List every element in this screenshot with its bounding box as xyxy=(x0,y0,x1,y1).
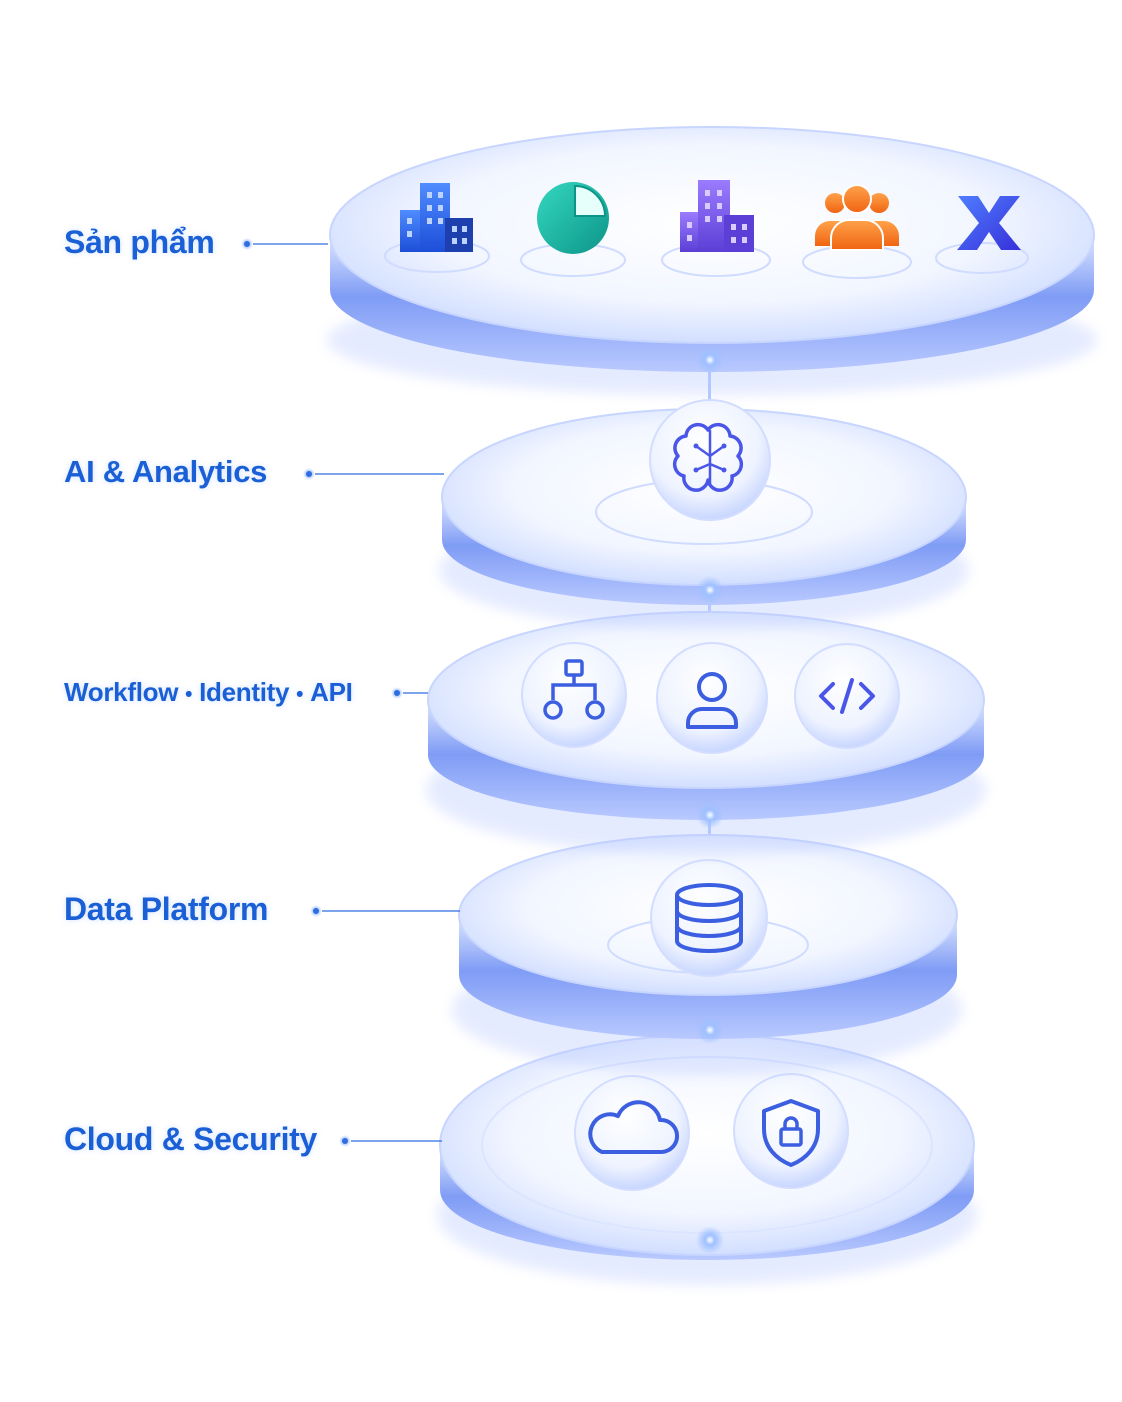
label-workflow: Workflow xyxy=(64,677,179,707)
x-logo-icon xyxy=(957,196,1021,250)
label-data-platform: Data Platform xyxy=(64,891,269,927)
code-icon xyxy=(794,643,900,749)
cloud-icon xyxy=(574,1075,690,1191)
user-icon xyxy=(656,642,768,754)
connector-data xyxy=(310,905,460,917)
shield-lock-icon xyxy=(733,1073,849,1189)
label-separator: • xyxy=(296,683,304,706)
building-purple-icon xyxy=(680,180,754,252)
label-api: API xyxy=(310,677,353,707)
database-icon xyxy=(650,859,768,977)
users-icon xyxy=(815,184,899,251)
beam-glow xyxy=(696,346,724,1254)
label-cloud-security: Cloud & Security xyxy=(64,1121,318,1157)
workflow-icon xyxy=(521,642,627,748)
connector-cloud xyxy=(339,1135,442,1147)
connector-ai xyxy=(303,468,444,480)
connector-products xyxy=(241,238,328,250)
disc-ai-analytics xyxy=(439,408,969,630)
pie-chart-icon xyxy=(537,182,609,254)
brain-circuit-icon xyxy=(649,399,771,521)
label-products: Sản phẩm xyxy=(64,224,215,260)
disc-cloud-security xyxy=(437,1034,977,1285)
building-blue-icon xyxy=(400,183,473,252)
label-identity: Identity xyxy=(199,677,290,707)
label-ai-analytics: AI & Analytics xyxy=(64,454,268,489)
connector-services xyxy=(391,687,428,699)
label-separator: • xyxy=(185,683,193,706)
label-workflow-identity-api: Workflow • Identity • API xyxy=(64,677,353,708)
